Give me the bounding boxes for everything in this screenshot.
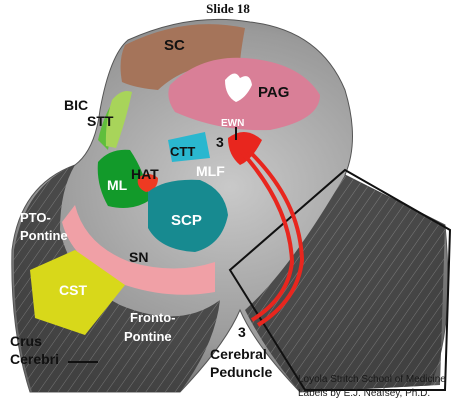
oculomotor-nerve-fiber-outer <box>246 148 305 327</box>
credit-line-1: Loyola Stritch School of Medicine <box>298 374 446 385</box>
label-crus-line1: Crus <box>10 333 42 349</box>
label-scp: SCP <box>171 212 202 229</box>
label-cst: CST <box>59 282 87 298</box>
label-pto-line1: PTO- <box>20 210 51 225</box>
right-peduncle-fibers <box>245 175 445 392</box>
corticospinal-tract-region <box>30 250 125 335</box>
superior-colliculus-region <box>120 24 245 91</box>
oculomotor-nerve-fiber-inner <box>238 148 295 322</box>
label-fronto-line1: Fronto- <box>130 310 175 325</box>
cerebral-aqueduct <box>225 73 252 102</box>
credit-line-2: Labels by E.J. Neafsey, Ph.D. <box>298 388 430 399</box>
label-bic: BIC <box>64 97 88 113</box>
oculomotor-nucleus-region <box>228 131 262 165</box>
right-peduncle-outline <box>228 168 452 391</box>
label-ewn: EWN <box>221 118 244 129</box>
label-peduncle-line2: Peduncle <box>210 364 272 380</box>
label-cn3-upper: 3 <box>216 134 224 150</box>
superior-cerebellar-peduncle-region <box>148 179 228 252</box>
label-sc: SC <box>164 37 185 54</box>
label-ctt: CTT <box>170 144 195 159</box>
slide-title: Slide 18 <box>206 1 250 16</box>
label-fronto-line2: Pontine <box>124 329 172 344</box>
label-pag: PAG <box>258 84 289 101</box>
label-ml: ML <box>107 177 128 193</box>
label-hat: HAT <box>131 166 159 182</box>
substantia-nigra-region <box>62 205 215 295</box>
label-sn: SN <box>129 249 148 265</box>
label-mlf: MLF <box>196 163 225 179</box>
label-cn3-lower: 3 <box>238 324 246 340</box>
central-tegmental-tract-region <box>168 132 210 162</box>
label-crus-line2: Cerebri <box>10 351 59 367</box>
medial-lemniscus-region <box>97 149 150 208</box>
label-stt: STT <box>87 113 114 129</box>
hat-region <box>137 174 158 192</box>
label-peduncle-line1: Cerebral <box>210 346 267 362</box>
label-pto-line2: Pontine <box>20 228 68 243</box>
spinothalamic-tract-region <box>105 91 132 148</box>
left-peduncle-fibers <box>13 165 221 392</box>
